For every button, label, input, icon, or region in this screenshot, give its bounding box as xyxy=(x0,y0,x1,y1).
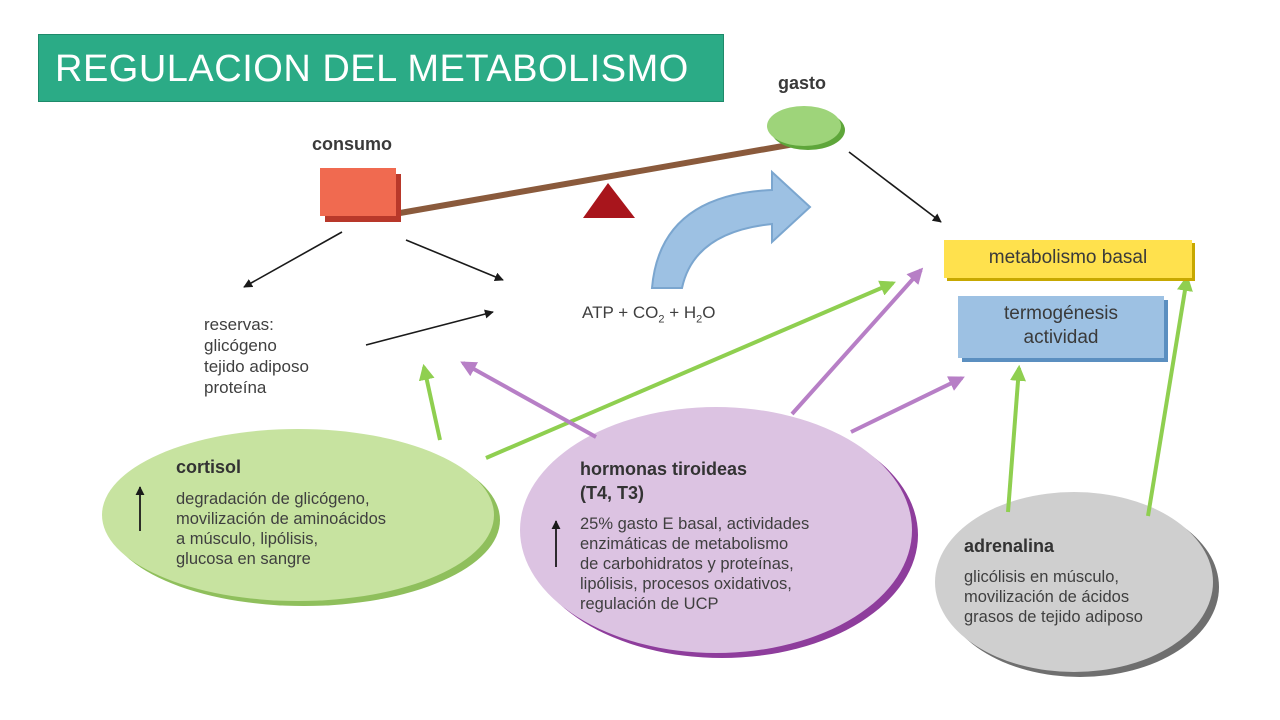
tiroideas-title-line: (T4, T3) xyxy=(580,483,645,503)
green-arrow-cortisol-basal xyxy=(485,280,896,460)
arrow-consumo-reservas xyxy=(243,231,343,288)
reservas-text: reservas: glicógeno tejido adiposo prote… xyxy=(204,314,309,398)
reservas-heading: reservas: xyxy=(204,315,274,334)
cortisol-line: degradación de glicógeno, xyxy=(176,490,370,508)
page-title: REGULACION DEL METABOLISMO xyxy=(38,34,724,102)
consumo-label: consumo xyxy=(312,134,393,154)
formula-part: O xyxy=(702,303,716,322)
adrenalina-ellipse xyxy=(935,492,1213,672)
adrenalina-title: adrenalina xyxy=(964,536,1055,556)
metabolismo-basal-box: metabolismo basal xyxy=(944,240,1192,278)
green-arrow-adrenalina-termo xyxy=(1006,364,1027,513)
adrenalina-text: glicólisis en músculo, movilización de á… xyxy=(964,567,1143,627)
tiroideas-title: hormonas tiroideas (T4, T3) xyxy=(580,457,747,505)
termo-line: actividad xyxy=(1023,327,1099,348)
termogenesis-box: termogénesis actividad xyxy=(958,296,1164,358)
reservas-item: glicógeno xyxy=(204,336,277,355)
tiroideas-line: de carbohidratos y proteínas, xyxy=(580,555,794,573)
tiroideas-text: 25% gasto E basal, actividades enzimátic… xyxy=(580,514,809,614)
consumo-square xyxy=(320,168,396,216)
termo-line: termogénesis xyxy=(1003,303,1119,324)
cortisol-title: cortisol xyxy=(176,457,242,477)
purple-arrow-tiroideas-basal xyxy=(790,267,924,416)
formula-part: ATP + CO xyxy=(582,303,659,322)
arrow-reservas-atp xyxy=(365,309,494,346)
gasto-ellipse xyxy=(767,106,841,146)
adrenalina-line: grasos de tejido adiposo xyxy=(964,608,1143,626)
reservas-item: tejido adiposo xyxy=(204,357,309,376)
curved-blue-arrow xyxy=(650,169,812,289)
cortisol-line: glucosa en sangre xyxy=(176,550,311,568)
atp-formula: ATP + CO2 + H2O xyxy=(582,302,716,330)
gasto-label: gasto xyxy=(778,73,827,93)
tiroideas-line: lipólisis, procesos oxidativos, xyxy=(580,575,792,593)
purple-arrow-tiroideas-termo xyxy=(850,376,965,434)
fulcrum-icon xyxy=(583,183,635,218)
formula-subscript: 2 xyxy=(696,313,703,326)
tiroideas-line: regulación de UCP xyxy=(580,595,719,613)
adrenalina-line: movilización de ácidos xyxy=(964,588,1130,606)
arrow-gasto-basal xyxy=(848,151,942,223)
cortisol-line: movilización de aminoácidos xyxy=(176,510,387,528)
formula-part: + H xyxy=(664,303,697,322)
cortisol-ellipse xyxy=(102,429,494,601)
green-arrow-adrenalina-basal xyxy=(1146,274,1193,517)
balance-beam xyxy=(399,140,801,216)
reservas-item: proteína xyxy=(204,378,267,397)
green-arrow-cortisol-reservas xyxy=(418,363,442,441)
tiroideas-line: 25% gasto E basal, actividades xyxy=(580,515,810,533)
formula-subscript: 2 xyxy=(658,313,665,326)
tiroideas-title-line: hormonas tiroideas xyxy=(580,459,748,479)
arrow-consumo-atp xyxy=(405,239,504,282)
adrenalina-line: glicólisis en músculo, xyxy=(964,568,1119,586)
tiroideas-line: enzimáticas de metabolismo xyxy=(580,535,789,553)
tiroideas-ellipse xyxy=(520,407,912,653)
purple-arrow-tiroideas-reservas xyxy=(460,361,597,439)
cortisol-line: a músculo, lipólisis, xyxy=(176,530,319,548)
cortisol-text: degradación de glicógeno, movilización d… xyxy=(176,489,386,569)
